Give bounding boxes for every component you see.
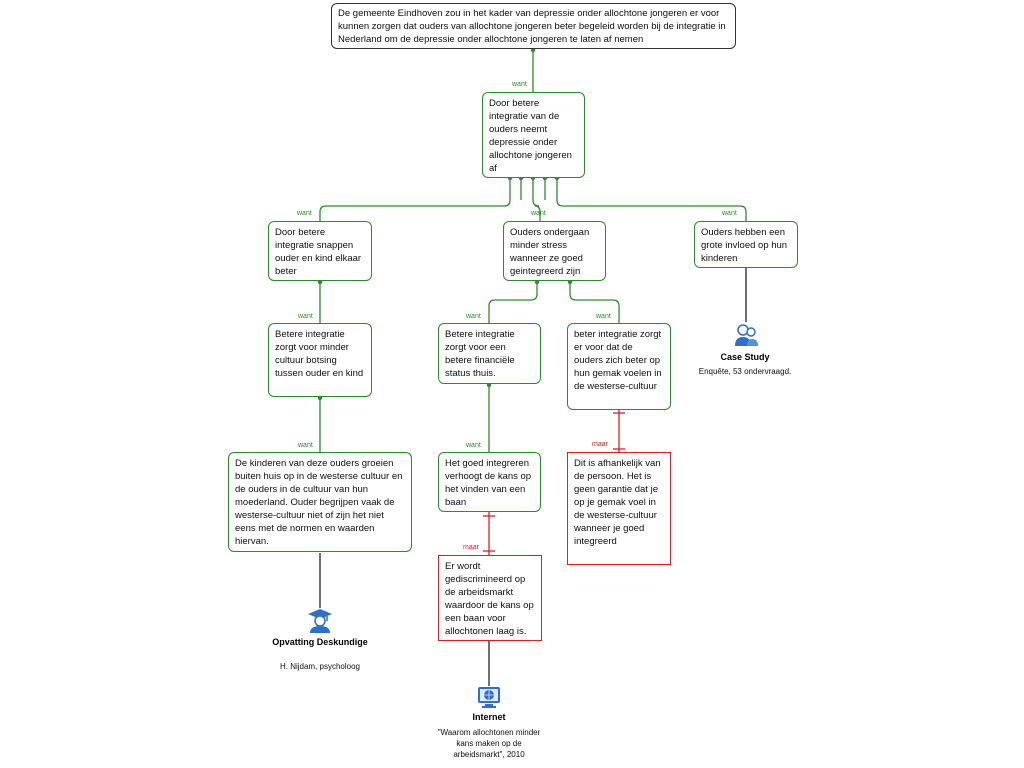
source-title-internet: Internet (472, 712, 506, 722)
person-group-icon (735, 324, 758, 346)
link-label-maar: maar (463, 544, 479, 551)
reason-job-chance[interactable]: Het goed integreren verhoogt de kans op … (438, 452, 541, 512)
link-label-want: want (298, 442, 313, 449)
reason-parent-influence[interactable]: Ouders hebben een grote invloed op hun k… (694, 221, 798, 268)
link-label-want: want (722, 210, 737, 217)
reason-two-cultures[interactable]: De kinderen van deze ouders groeien buit… (228, 452, 412, 552)
reason-understanding[interactable]: Door betere integratie snappen ouder en … (268, 221, 372, 281)
link-label-want: want (466, 442, 481, 449)
reason-less-stress[interactable]: Ouders ondergaan minder stress wanneer z… (503, 221, 606, 281)
link-label-maar: maar (592, 441, 608, 448)
link-label-want: want (512, 81, 527, 88)
source-detail-expert: H. Nijdam, psycholoog (279, 662, 361, 671)
reason-at-ease[interactable]: beter integratie zorgt er voor dat de ou… (567, 323, 671, 410)
graduate-icon (308, 609, 332, 633)
source-title-case-study: Case Study (720, 352, 770, 362)
link-label-want: want (596, 313, 611, 320)
link-label-want: want (297, 210, 312, 217)
source-title-expert: Opvatting Deskundige (272, 637, 368, 647)
main-claim[interactable]: Door betere integratie van de ouders nee… (482, 92, 585, 178)
link-label-want: want (466, 313, 481, 320)
reason-culture-clash[interactable]: Betere integratie zorgt voor minder cult… (268, 323, 372, 397)
objection-discrimination[interactable]: Er wordt gediscrimineerd op de arbeidsma… (438, 555, 542, 641)
objection-personal[interactable]: Dit is afhankelijk van de persoon. Het i… (567, 452, 671, 565)
root-claim[interactable]: De gemeente Eindhoven zou in het kader v… (331, 3, 736, 49)
link-label-want: want (298, 313, 313, 320)
globe-monitor-icon (478, 687, 500, 708)
link-label-want: want (531, 210, 546, 217)
reason-financial-status[interactable]: Betere integratie zorgt voor een betere … (438, 323, 541, 384)
source-detail-internet: "Waarom allochtonen minder kans maken op… (437, 728, 541, 759)
source-detail-case-study: Enquête, 53 ondervraagd. (698, 367, 792, 376)
